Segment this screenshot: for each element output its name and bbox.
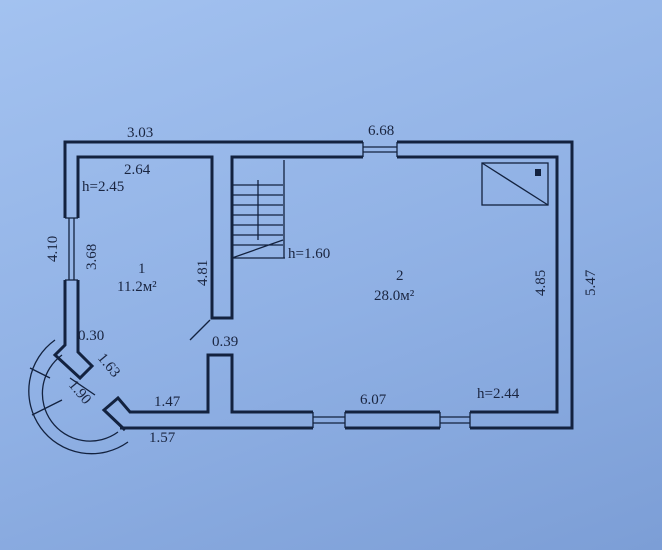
dim-top-outer: 3.03 (127, 125, 153, 141)
dim-top-window: 6.68 (368, 123, 394, 139)
labels: 3.03 2.64 h=2.45 4.10 3.68 4.81 h=1.60 6… (45, 123, 599, 446)
dim-bottom-inner: 6.07 (360, 392, 387, 408)
room2-height: h=2.44 (477, 386, 520, 402)
dim-left-outer: 4.10 (45, 236, 61, 262)
dim-bottom-left-inner: 1.47 (154, 394, 181, 410)
room1-area: 11.2м² (117, 279, 157, 295)
stairs (189, 160, 285, 341)
dim-bottom-left-outer: 1.57 (149, 430, 176, 446)
room2-area: 28.0м² (374, 288, 415, 304)
dim-right-outer: 5.47 (583, 269, 599, 296)
tower (28, 339, 129, 455)
dim-tower-diameter: 1.90 (65, 377, 94, 407)
room1-height: h=2.45 (82, 179, 124, 195)
dim-tower-side: 1.63 (94, 350, 123, 380)
dim-room1-inner-top: 2.64 (124, 162, 151, 178)
walls (52, 140, 574, 432)
dim-room2-right: 4.85 (533, 270, 549, 296)
room2-number: 2 (396, 268, 404, 284)
room1-number: 1 (138, 261, 146, 277)
dim-partition-stub: 0.39 (212, 334, 238, 350)
stair-height: h=1.60 (288, 246, 330, 262)
dim-left-inner: 3.68 (84, 244, 100, 270)
dim-tower-wall: 0.30 (78, 328, 104, 344)
dim-partition: 4.81 (195, 260, 211, 286)
boiler-fixture (481, 162, 549, 206)
